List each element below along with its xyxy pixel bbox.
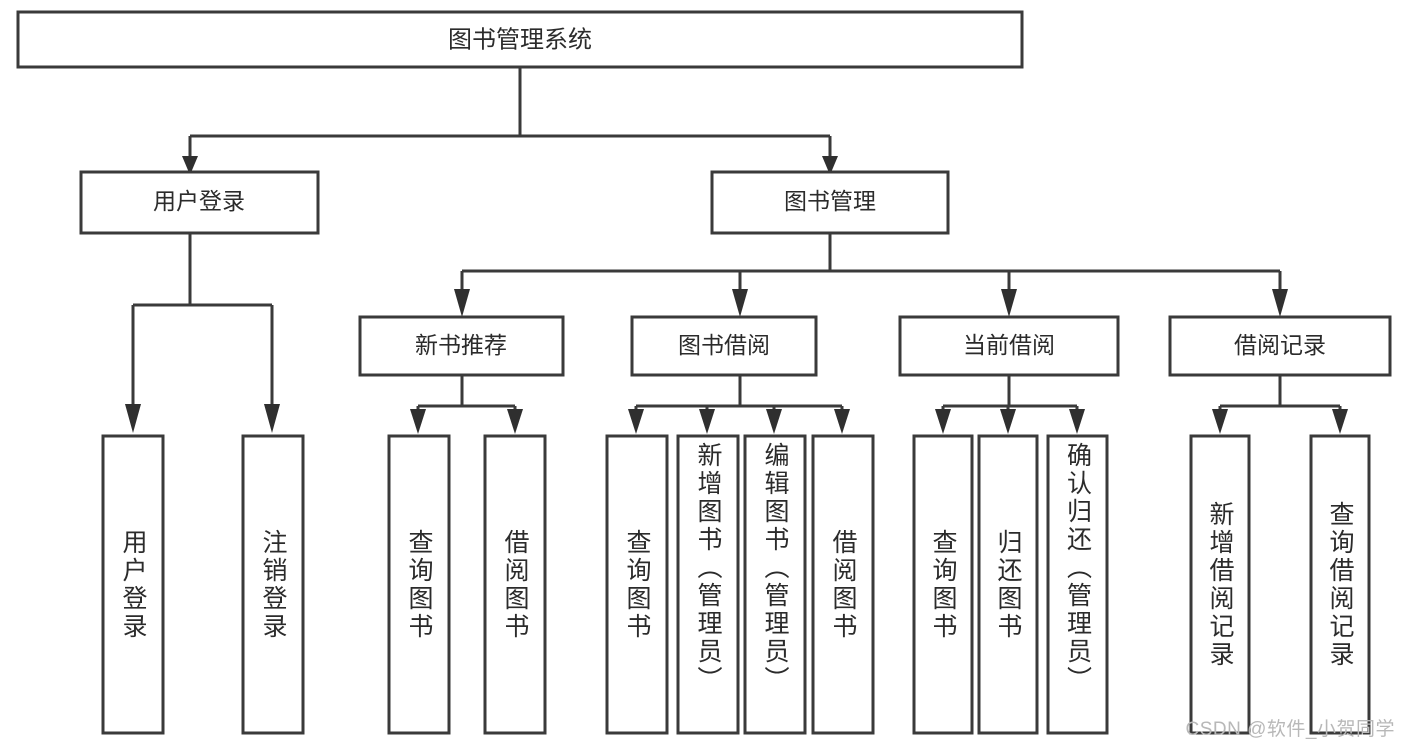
node-leaf-edit-book-admin[interactable] <box>743 434 807 735</box>
arrow-borrow-leaf-3 <box>766 409 782 434</box>
node-leaf-add-book-admin[interactable] <box>676 434 740 735</box>
arrow-record-leaf-2 <box>1332 409 1348 434</box>
node-book-management[interactable] <box>710 170 950 235</box>
arrow-to-leaf-logout <box>264 404 280 433</box>
edges-layer <box>125 67 1348 434</box>
node-borrow-record[interactable] <box>1168 315 1392 377</box>
node-current-borrow-label: 当前借阅 <box>963 332 1055 358</box>
node-root-label: 图书管理系统 <box>448 26 592 53</box>
arrow-borrow-leaf-1 <box>628 409 644 434</box>
node-root-book-management-system[interactable] <box>16 10 1024 69</box>
node-leaf-query-book-current[interactable] <box>912 434 974 735</box>
node-leaf-borrow-book-newbook[interactable] <box>483 434 547 735</box>
arrow-record-leaf-1 <box>1212 409 1228 434</box>
arrow-current-leaf-1 <box>935 409 951 434</box>
node-leaf-query-book-newbook[interactable] <box>387 434 451 735</box>
arrow-to-new-book <box>454 289 470 317</box>
node-current-borrow[interactable] <box>898 315 1120 377</box>
node-leaf-borrow-book[interactable] <box>811 434 875 735</box>
node-new-book-recommend[interactable] <box>358 315 565 377</box>
arrow-newbook-leaf-1 <box>410 409 426 434</box>
arrow-to-current-borrow <box>1001 289 1017 317</box>
node-new-book-recommend-label: 新书推荐 <box>415 332 507 358</box>
arrow-newbook-leaf-2 <box>507 409 523 434</box>
node-book-borrow[interactable] <box>630 315 818 377</box>
arrow-current-leaf-2 <box>1000 409 1016 434</box>
node-leaf-logout[interactable] <box>241 434 305 735</box>
node-leaf-user-login[interactable] <box>101 434 165 735</box>
node-leaf-confirm-return-admin[interactable] <box>1046 434 1109 735</box>
node-book-borrow-label: 图书借阅 <box>678 332 770 358</box>
arrow-to-borrow-record <box>1272 289 1288 317</box>
node-user-login-label: 用户登录 <box>153 188 245 214</box>
node-leaf-query-book-borrow[interactable] <box>605 434 669 735</box>
arrow-to-user-login <box>182 156 198 175</box>
arrow-current-leaf-3 <box>1069 409 1085 434</box>
node-borrow-record-label: 借阅记录 <box>1234 332 1326 358</box>
arrow-borrow-leaf-4 <box>834 409 850 434</box>
arrow-borrow-leaf-2 <box>699 409 715 434</box>
arrow-to-book-mgmt <box>822 156 838 175</box>
watermark-text: CSDN @软件_小贺同学 <box>1185 719 1395 740</box>
arrow-to-book-borrow <box>732 289 748 317</box>
node-user-login[interactable] <box>79 170 320 235</box>
arrow-to-leaf-user-login <box>125 404 141 433</box>
node-leaf-return-book[interactable] <box>977 434 1039 735</box>
node-leaf-query-borrow-record[interactable] <box>1309 434 1371 735</box>
node-leaf-add-borrow-record[interactable] <box>1189 434 1251 735</box>
nodes-layer: 图书管理系统 用户登录 图书管理 新书推荐 图书借阅 当前借阅 借阅记录 <box>16 10 1392 735</box>
node-book-management-label: 图书管理 <box>784 188 876 214</box>
